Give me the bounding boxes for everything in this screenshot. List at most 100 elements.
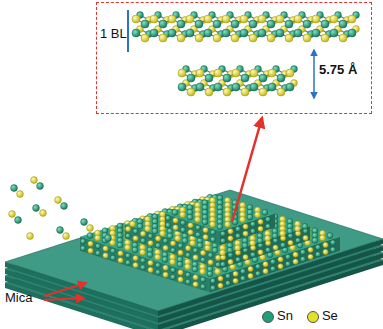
sn-atom xyxy=(232,83,240,91)
sn-atom xyxy=(240,269,245,274)
sn-atom xyxy=(15,217,22,224)
se-atom xyxy=(255,212,261,218)
sn-atom xyxy=(220,262,225,267)
legend-swatch xyxy=(262,311,274,323)
sn-atom xyxy=(285,254,290,259)
sn-atom xyxy=(165,215,170,220)
se-atom xyxy=(248,266,253,271)
se-atom xyxy=(218,276,223,281)
se-atom xyxy=(159,34,167,42)
sn-atom xyxy=(133,229,138,234)
se-atom xyxy=(259,88,267,96)
leader-arrow xyxy=(44,298,84,300)
se-atom xyxy=(188,230,193,235)
se-atom xyxy=(178,270,183,275)
sn-atom xyxy=(81,219,88,226)
sn-atom xyxy=(155,243,160,248)
sn-atom xyxy=(250,252,255,257)
se-atom xyxy=(265,235,271,241)
flake-side xyxy=(165,214,220,246)
sn-atom xyxy=(193,248,198,253)
sn-atom xyxy=(155,270,160,275)
sn-atom xyxy=(177,261,183,267)
se-atom xyxy=(203,227,208,232)
sn-atom xyxy=(207,271,213,277)
sn-atom xyxy=(185,279,190,284)
sn-atom xyxy=(132,29,140,37)
sn-atom xyxy=(235,226,240,231)
se-atom xyxy=(293,252,298,257)
flake-top xyxy=(165,196,275,231)
se-atom xyxy=(235,245,241,251)
sn-atom xyxy=(187,74,195,82)
sn-atom xyxy=(196,83,204,91)
se-atom xyxy=(210,221,216,227)
se-atom xyxy=(88,241,93,246)
se-atom xyxy=(163,272,168,277)
se-atom xyxy=(63,233,70,240)
se-atom xyxy=(312,15,320,23)
sn-atom xyxy=(286,83,294,91)
sn-atom xyxy=(242,243,248,249)
se-atom xyxy=(17,191,24,198)
sn-atom xyxy=(195,232,200,237)
sn-atom xyxy=(241,74,249,82)
sn-atom xyxy=(125,233,130,238)
se-atom xyxy=(240,15,248,23)
se-atom xyxy=(130,221,136,227)
sn-atom xyxy=(212,247,218,253)
sn-atom xyxy=(200,277,205,282)
se-atom xyxy=(241,88,249,96)
se-atom xyxy=(155,254,161,260)
sn-atom xyxy=(163,238,168,243)
sn-atom xyxy=(268,83,276,91)
se-atom xyxy=(277,88,285,96)
sn-atom xyxy=(330,29,338,37)
se-atom xyxy=(163,245,168,250)
se-atom xyxy=(276,15,284,23)
sn-atom xyxy=(205,74,213,82)
se-atom xyxy=(228,236,233,241)
sn-atom xyxy=(315,245,320,250)
se-atom xyxy=(188,223,193,228)
sn-atom xyxy=(200,284,205,289)
se-atom xyxy=(125,226,130,231)
se-atom xyxy=(231,34,239,42)
se-atom xyxy=(243,255,248,260)
sn-atom xyxy=(285,20,293,28)
legend-text: Sn xyxy=(277,309,293,323)
sn-atom xyxy=(168,29,176,37)
sn-atom xyxy=(185,252,190,257)
bilayer-structure xyxy=(132,12,359,96)
se-atom xyxy=(208,260,213,265)
se-atom xyxy=(294,15,302,23)
sn-atom xyxy=(265,224,270,229)
sn-atom xyxy=(37,183,44,190)
sn-atom xyxy=(276,29,284,37)
sn-atom xyxy=(110,255,115,260)
sn-atom xyxy=(300,257,305,262)
sn-atom xyxy=(195,225,200,230)
sn-atom xyxy=(217,224,223,230)
sn-atom xyxy=(210,237,215,242)
se-atom xyxy=(31,177,38,184)
se-atom xyxy=(321,34,329,42)
se-atom xyxy=(155,236,160,241)
sn-atom xyxy=(197,243,203,249)
sn-atom xyxy=(240,29,248,37)
se-atom xyxy=(258,219,263,224)
legend-swatch xyxy=(307,311,319,323)
sn-atom xyxy=(140,238,145,243)
se-atom xyxy=(140,231,145,236)
sn-atom xyxy=(150,29,158,37)
se-atom xyxy=(285,34,293,42)
sn-atom xyxy=(162,257,168,263)
se-atom xyxy=(148,240,153,245)
sn-atom xyxy=(61,203,68,210)
se-atom xyxy=(175,235,181,241)
se-atom xyxy=(213,34,221,42)
se-atom xyxy=(40,210,47,217)
sn-atom xyxy=(270,266,275,271)
sn-atom xyxy=(262,209,268,215)
